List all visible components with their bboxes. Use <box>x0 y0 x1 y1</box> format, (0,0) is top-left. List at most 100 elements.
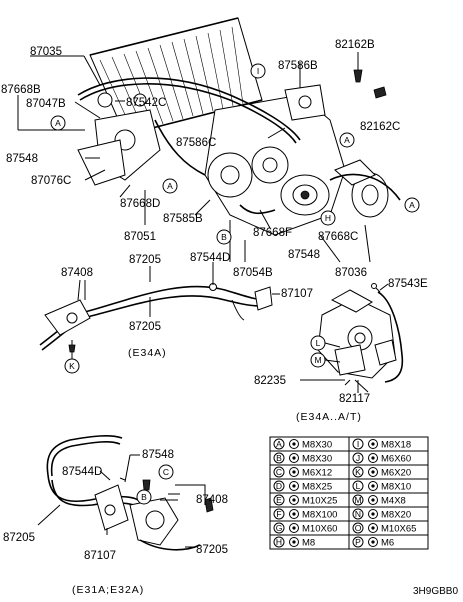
legend-entry: H M8 <box>273 536 315 549</box>
legend-key-letter: B <box>276 453 282 463</box>
legend-key-circle <box>352 466 364 478</box>
legend-key-letter: J <box>356 453 360 463</box>
callout-a-1: A <box>50 115 66 131</box>
legend-key-circle <box>273 480 285 492</box>
label-87668b: 87668B <box>1 84 41 96</box>
e34a-cable-illustration <box>39 279 273 353</box>
legend-key-letter: P <box>355 537 361 547</box>
label-87205-mid-b: 87205 <box>129 321 161 333</box>
legend-bolt-size: M8X25 <box>302 482 332 493</box>
legend-entry: F M8X100 <box>273 508 337 521</box>
caption-e34a-at: (E34A..A/T) <box>296 411 362 423</box>
legend-key-letter: H <box>276 537 282 547</box>
legend-key-circle <box>273 494 285 506</box>
legend-entry: O M10X65 <box>352 522 416 535</box>
legend-entry: G M10X60 <box>273 522 337 535</box>
legend-entry: P M6 <box>352 536 394 549</box>
bolt-icon-center <box>371 540 375 544</box>
label-87076c: 87076C <box>31 175 71 187</box>
legend-bolt-size: M6X12 <box>302 468 332 479</box>
legend-key-letter: N <box>355 509 361 519</box>
label-87542c: 87542C <box>126 97 166 109</box>
legend-key-circle <box>273 536 285 548</box>
callout-k: K <box>64 358 80 374</box>
legend-key-circle <box>352 494 364 506</box>
diagram-code: 3H9GBB0 <box>413 586 458 597</box>
label-87051: 87051 <box>124 231 156 243</box>
legend-key-letter: O <box>355 523 362 533</box>
svg-text:L: L <box>316 338 321 348</box>
legend-bolt-size: M8 <box>302 538 315 549</box>
legend-key-circle <box>273 522 285 534</box>
label-87585b: 87585B <box>163 213 203 225</box>
legend-key-letter: E <box>276 495 282 505</box>
svg-text:A: A <box>55 118 61 128</box>
bolt-icon-center <box>292 442 296 446</box>
legend-key-circle <box>352 508 364 520</box>
legend-bolt-size: M8X100 <box>302 510 337 521</box>
legend-bolt-size: M8X30 <box>302 454 332 465</box>
label-87205-bottom-b: 87205 <box>196 544 228 556</box>
legend-key-circle <box>352 536 364 548</box>
legend-bolt-size: M6 <box>381 538 394 549</box>
callout-a-2: A <box>162 178 178 194</box>
label-82235: 82235 <box>254 375 286 387</box>
callout-c: C <box>158 464 174 480</box>
bolt-icon-center <box>292 484 296 488</box>
bolt-icon-center <box>292 526 296 530</box>
label-87548-bottom: 87548 <box>142 449 174 461</box>
legend-bolt-size: M10X65 <box>381 524 416 535</box>
leader-lines-mid-right <box>300 283 389 393</box>
legend-bolt-size: M10X60 <box>302 524 337 535</box>
legend-key-letter: G <box>276 523 283 533</box>
legend-key-circle <box>352 480 364 492</box>
legend-bolt-size: M6X20 <box>381 468 411 479</box>
label-87548-right: 87548 <box>288 249 320 261</box>
svg-text:A: A <box>167 181 173 191</box>
legend-key-circle <box>273 452 285 464</box>
legend-bolt-size: M8X20 <box>381 510 411 521</box>
callout-i: I <box>250 63 266 79</box>
svg-text:I: I <box>257 66 259 76</box>
legend-key-circle <box>273 508 285 520</box>
bolt-icon-center <box>371 498 375 502</box>
callout-l: L <box>310 335 326 351</box>
label-87036: 87036 <box>335 267 367 279</box>
hose-routing-top <box>77 60 401 215</box>
label-87035: 87035 <box>30 46 62 58</box>
legend-key-letter: L <box>356 481 361 491</box>
label-87544d-top: 87544D <box>190 252 230 264</box>
bolt-icon-center <box>371 456 375 460</box>
label-87205-mid-a: 87205 <box>129 254 161 266</box>
label-87107-mid: 87107 <box>281 288 313 300</box>
caption-e34a: (E34A) <box>128 347 167 359</box>
bolt-icon-center <box>371 512 375 516</box>
leader-lines-top <box>17 52 371 263</box>
svg-text:A: A <box>409 200 415 210</box>
label-87586c: 87586C <box>176 137 216 149</box>
bolt-icon-center <box>292 456 296 460</box>
callout-a-3: A <box>339 132 355 148</box>
bolt-icon-center <box>292 498 296 502</box>
label-87548-top: 87548 <box>6 153 38 165</box>
callout-b-2: B <box>136 489 152 505</box>
legend-bolt-size: M8X30 <box>302 440 332 451</box>
svg-text:B: B <box>221 232 227 242</box>
svg-text:K: K <box>69 361 75 371</box>
legend-key-letter: F <box>276 509 281 519</box>
label-87543e: 87543E <box>388 278 428 290</box>
label-87668c: 87668C <box>318 231 358 243</box>
legend-key-circle <box>352 438 364 450</box>
svg-text:M: M <box>314 355 321 365</box>
legend-key-letter: I <box>357 439 359 449</box>
leader-lines-bottom <box>37 454 195 548</box>
label-87544d-bottom: 87544D <box>62 466 102 478</box>
legend-bolt-size: M4X8 <box>381 496 406 507</box>
